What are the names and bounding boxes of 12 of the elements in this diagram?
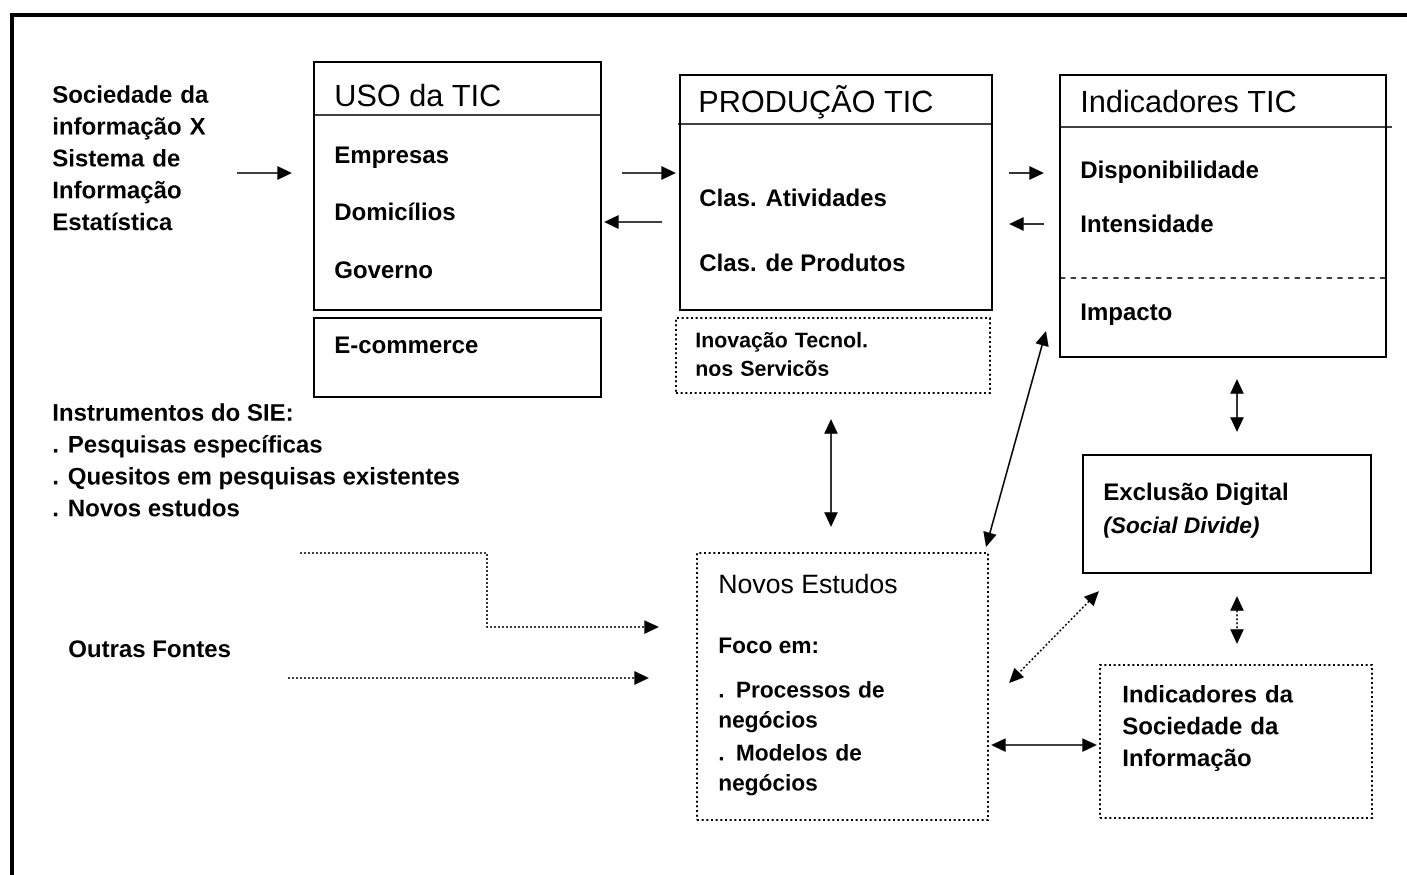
exclusion-box: Exclusão Digital (Social Divide): [1082, 454, 1372, 574]
study-box: Novos Estudos Foco em: . Processos de negócios . Modelos de negócios: [696, 552, 989, 821]
note-box: Inovação Tecnol. nos Servicõs: [675, 317, 991, 394]
list-text: Instrumentos do SIE: . Pesquisas específicas . Quesitos em pesquisas existentes . Novos estudos: [53, 403, 459, 517]
indicator-box: Indicadores da Sociedade da Informação: [1099, 664, 1373, 819]
heading-text: Sociedade da informação X Sistema de Informação Estatística: [52, 85, 209, 231]
category-box: USO da TIC Empresas Domicílios Governo: [313, 61, 602, 311]
category-box: PRODUÇÃO TIC Clas. Atividades Clas. de Produtos: [677, 74, 993, 311]
indicator-box: Indicadores TIC Disponibilidade Intensidade Impacto: [1059, 74, 1393, 358]
source-label: Outras Fontes: [69, 640, 230, 658]
category-box: E-commerce: [313, 317, 602, 398]
dotted-arrow: [1009, 591, 1099, 683]
